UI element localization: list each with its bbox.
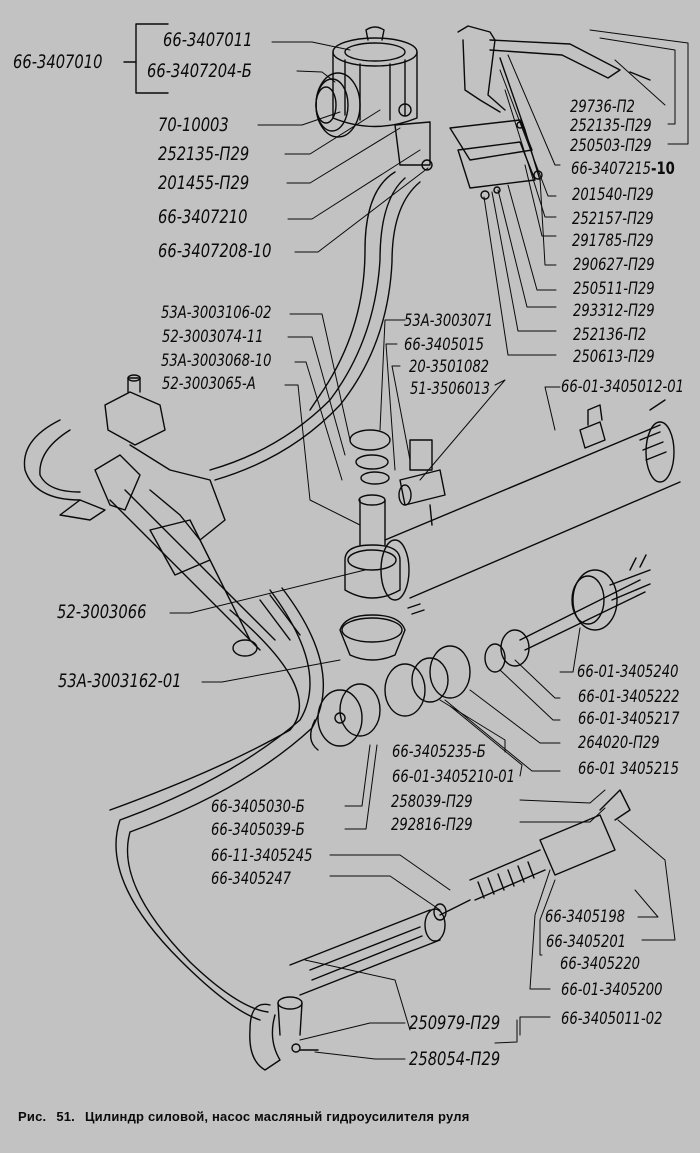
part-label: 250613-П29 bbox=[573, 347, 655, 367]
yoke-leaders bbox=[169, 569, 366, 683]
part-label: 258039-П29 bbox=[391, 792, 473, 812]
banjo-fitting bbox=[398, 439, 446, 526]
part-label: 52-3003066 bbox=[57, 601, 147, 623]
part-label: 201540-П29 bbox=[572, 185, 654, 205]
steering-gear bbox=[23, 374, 301, 657]
part-label: 66-3405198 bbox=[545, 907, 626, 927]
part-label: 250511-П29 bbox=[573, 279, 655, 299]
part-label: 66-3407011 bbox=[163, 29, 253, 51]
part-label: 66-01 3405215 bbox=[578, 759, 679, 779]
part-label: 293312-П29 bbox=[573, 301, 655, 321]
part-label: 53А-3003068-10 bbox=[161, 351, 272, 371]
part-label: 291785-П29 bbox=[572, 231, 654, 251]
part-label: 53А-3003106-02 bbox=[161, 303, 272, 323]
part-label: 66-01-3405012-01 bbox=[561, 377, 685, 397]
hoses-lower bbox=[109, 587, 324, 1021]
part-label: 66-3405039-Б bbox=[211, 820, 305, 840]
part-label: 66-3405220 bbox=[560, 954, 641, 974]
bracket-part-label: 66-3407215-10 bbox=[571, 160, 675, 178]
part-label: 252157-П29 bbox=[572, 209, 654, 229]
part-label: 252136-П2 bbox=[573, 325, 647, 345]
rod-end-leaders bbox=[304, 819, 676, 1036]
part-label: 70-10003 bbox=[158, 114, 229, 136]
part-label: 66-01-3405200 bbox=[561, 980, 663, 1000]
pump-assembly-label: 66-3407010 bbox=[13, 51, 103, 73]
part-label: 66-3407204-Б bbox=[147, 60, 252, 82]
part-label: 258054-П29 bbox=[409, 1048, 501, 1070]
part-label: 250503-П29 bbox=[570, 136, 652, 156]
pump-group-bracket bbox=[123, 23, 169, 94]
part-label: 66-01-3405222 bbox=[578, 687, 680, 707]
part-label: 66-3407215 bbox=[571, 159, 652, 179]
hoses-upper bbox=[209, 171, 421, 481]
lower-yoke bbox=[249, 996, 319, 1071]
figure-caption: Рис. 51. Цилиндр силовой, насос масляный г… bbox=[18, 1109, 480, 1124]
fitting-leaders bbox=[379, 319, 561, 481]
bottom-leaders bbox=[299, 1019, 518, 1060]
part-label: 250979-П29 bbox=[409, 1012, 501, 1034]
part-label: 52-3003074-11 bbox=[162, 327, 264, 347]
power-cylinder bbox=[380, 399, 681, 601]
part-label: 252135-П29 bbox=[570, 116, 652, 136]
caption-prefix: Рис. bbox=[18, 1109, 47, 1124]
part-label: 66-3405201 bbox=[546, 932, 627, 952]
part-label: 66-3405011-02 bbox=[561, 1009, 663, 1029]
piston-leaders bbox=[329, 627, 606, 911]
lower-cylinder bbox=[289, 908, 446, 996]
part-label: 66-3407210 bbox=[158, 206, 248, 228]
part-label: 292816-П29 bbox=[391, 815, 473, 835]
part-label: 66-01-3405210-01 bbox=[392, 767, 516, 787]
part-label: 66-3405235-Б bbox=[392, 742, 486, 762]
part-label: 51-3506013 bbox=[410, 379, 491, 399]
oil-pump bbox=[315, 26, 433, 171]
part-label: 201455-П29 bbox=[158, 172, 250, 194]
part-label: 66-11-3405245 bbox=[211, 846, 313, 866]
part-label: 66-3405247 bbox=[211, 869, 292, 889]
part-label: 52-3003065-А bbox=[162, 374, 256, 394]
valve-parts bbox=[339, 429, 406, 661]
valve-leaders bbox=[284, 313, 361, 526]
part-label: 66-01-3405240 bbox=[577, 662, 679, 682]
caption-text: Цилиндр силовой, насос масляный гидроуси… bbox=[84, 1109, 470, 1124]
part-label: 29736-П2 bbox=[570, 97, 635, 117]
part-label: 252135-П29 bbox=[158, 143, 250, 165]
pump-mount-bracket bbox=[449, 25, 651, 200]
part-label: 66-3405030-Б bbox=[211, 797, 305, 817]
part-label: 66-01-3405217 bbox=[578, 709, 680, 729]
part-label: 53А-3003162-01 bbox=[58, 670, 182, 692]
part-label: 66-3407208-10 bbox=[158, 240, 272, 262]
caption-number: 51. bbox=[56, 1109, 75, 1124]
part-label: 20-3501082 bbox=[409, 357, 490, 377]
bracket-leaders bbox=[483, 29, 689, 356]
part-label: 66-3405015 bbox=[404, 335, 485, 355]
part-label: 290627-П29 bbox=[573, 255, 655, 275]
piston-rod-assembly bbox=[310, 554, 651, 751]
part-label: 264020-П29 bbox=[578, 733, 660, 753]
part-label: 53А-3003071 bbox=[404, 311, 494, 331]
part-suffix: -10 bbox=[651, 159, 675, 179]
rod-boot bbox=[433, 789, 631, 921]
pump-leaders bbox=[257, 41, 429, 253]
